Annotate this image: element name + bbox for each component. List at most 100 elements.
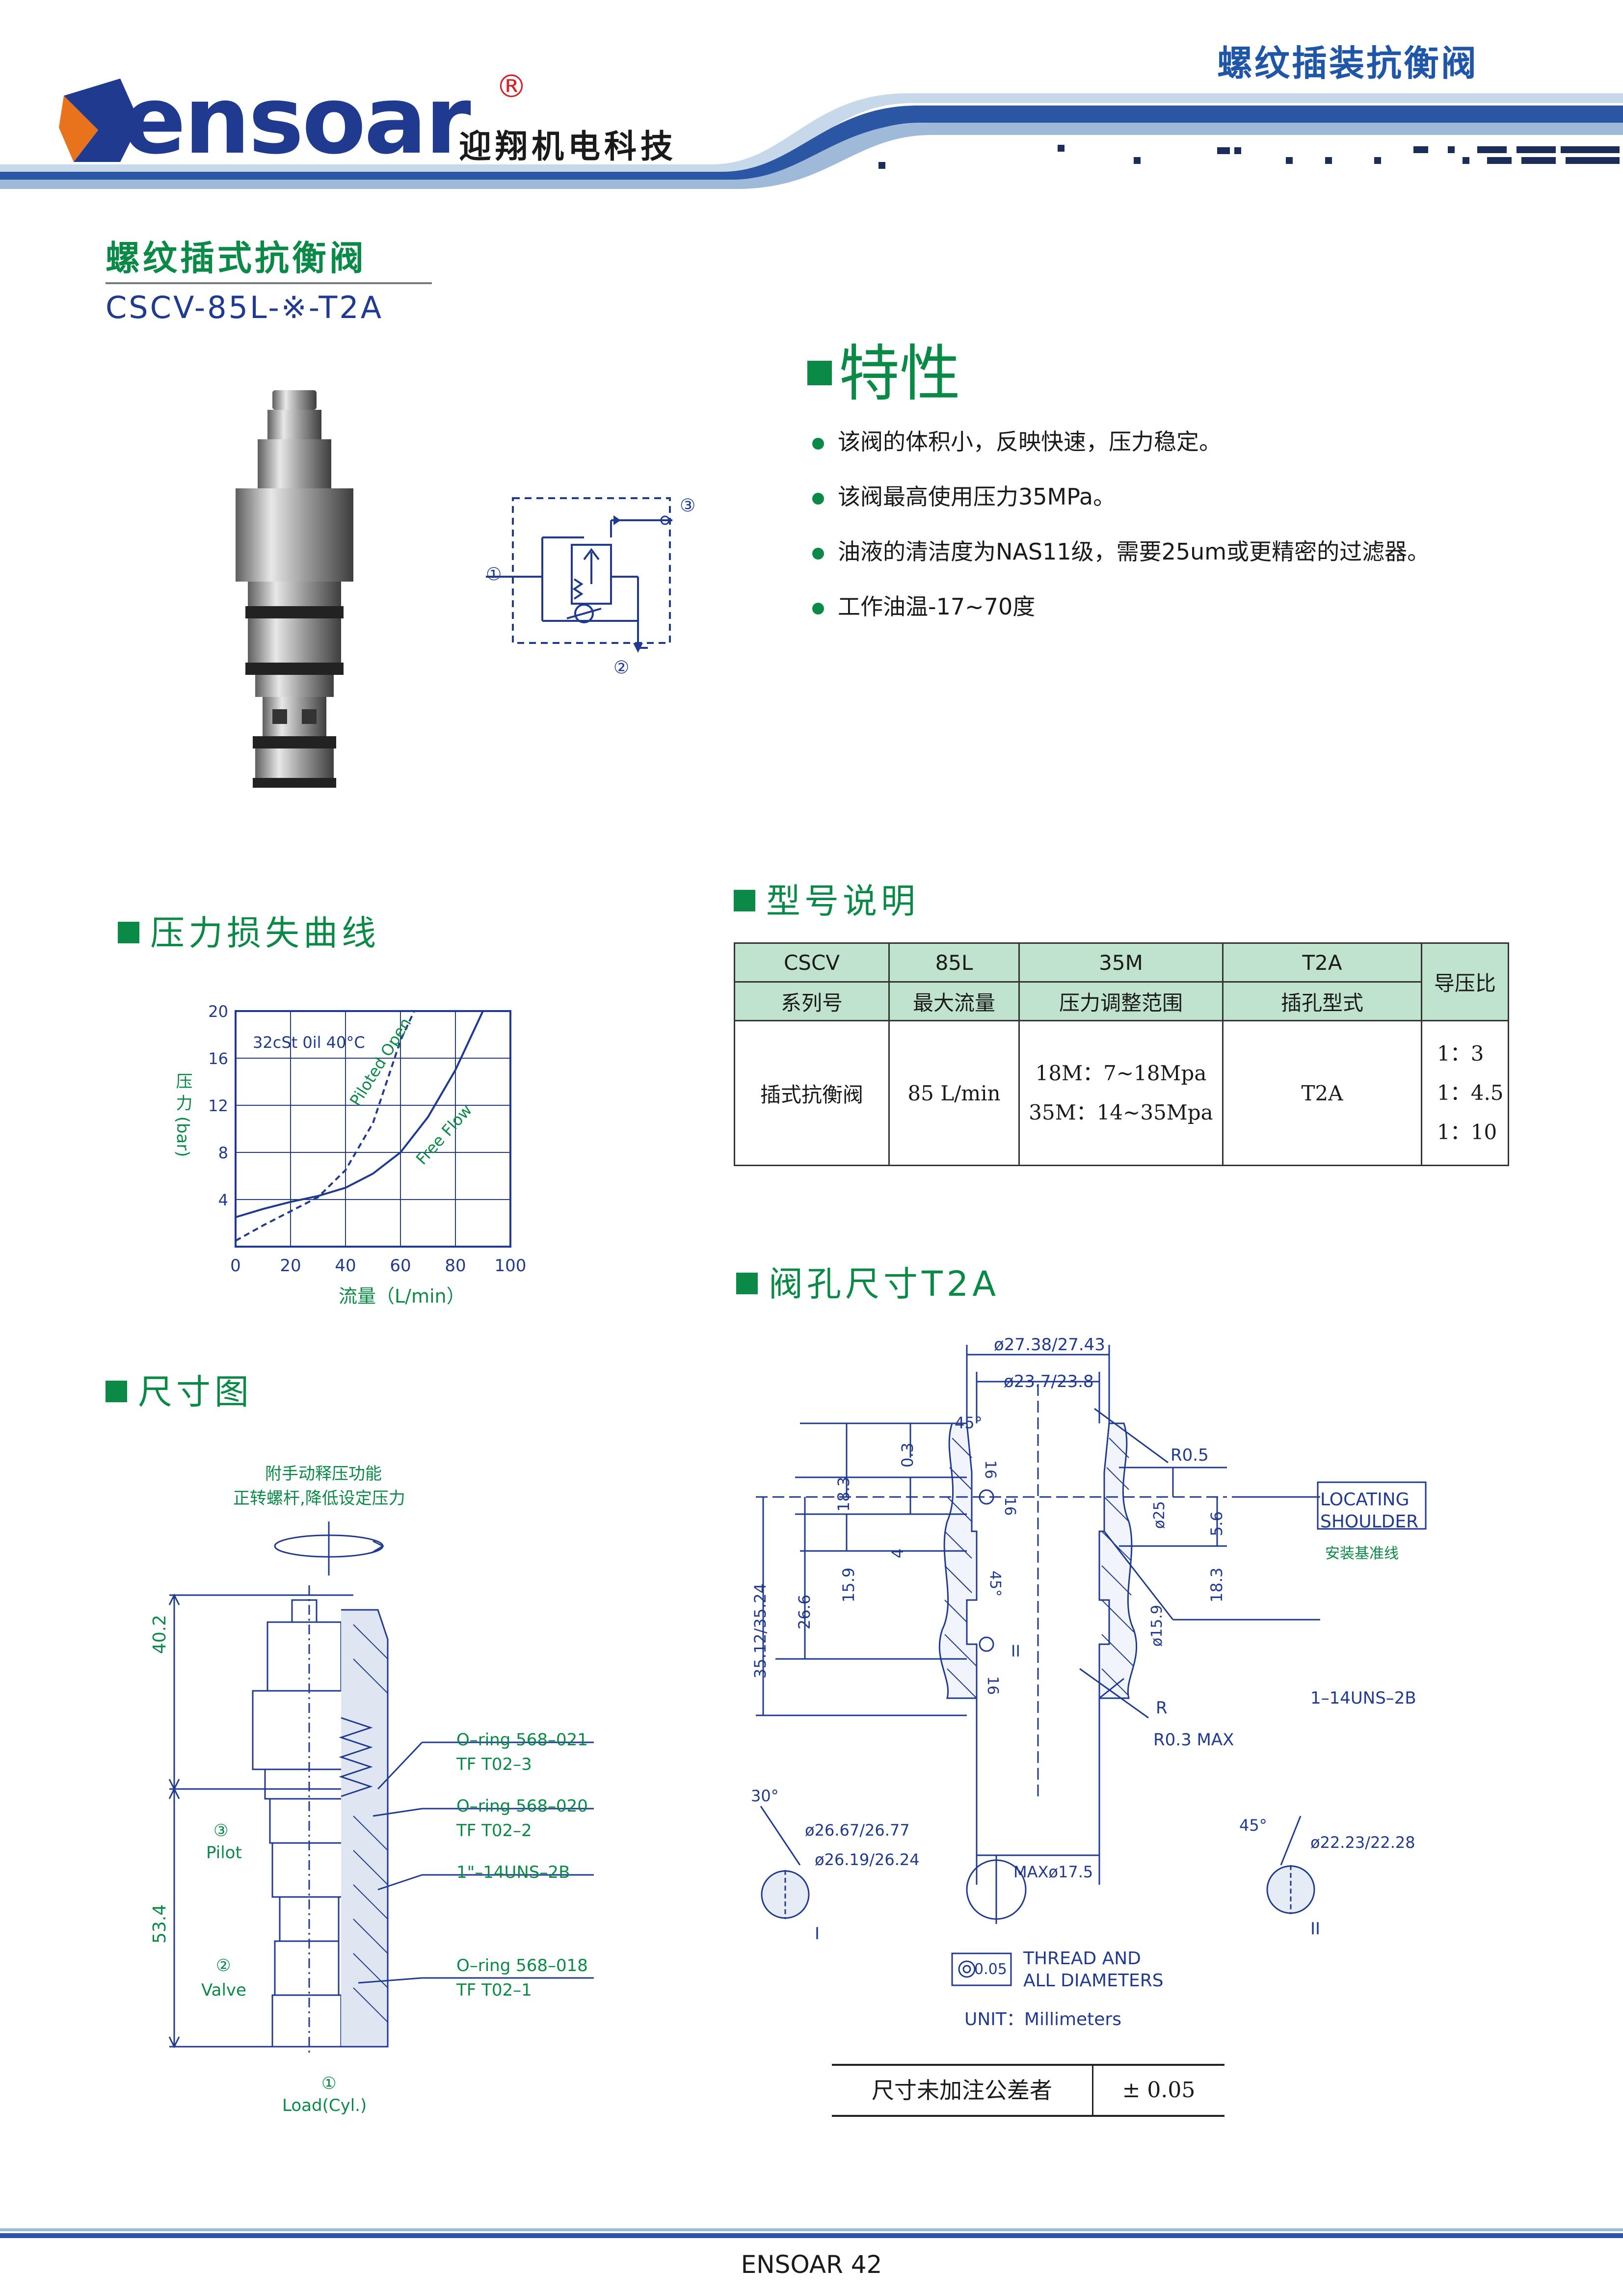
model-cell-cavity: T2A [1222,1020,1422,1166]
cavity-dia-outer: ø27.38/27.43 [994,1335,1105,1355]
chart-x-tick: 100 [495,1256,527,1276]
cavity-dim-16a: 16 [982,1460,999,1479]
model-code-cavity: T2A [1222,942,1422,983]
tolerance-table: 尺寸未加注公差者 ± 0.05 [832,2064,1224,2117]
dimension-note-1: 附手动释压功能 [265,1464,382,1484]
chart-y-tick: 4 [218,1191,228,1209]
port-pilot-number: ③ [213,1821,229,1841]
symbol-port-1: ① [486,564,502,585]
cavity-angle-45a: 45° [955,1414,983,1432]
port-pilot-label: Pilot [206,1843,242,1863]
feature-item: 该阀最高使用压力35MPa。 [812,482,1430,537]
chart-x-tick: 0 [230,1256,241,1276]
thread-note-1: THREAD AND [1023,1949,1141,1969]
chart-x-tick: 40 [335,1256,356,1276]
callout-oring-021: O–ring 568–021 [456,1730,588,1750]
cavity-dim-266: 26.6 [795,1594,814,1629]
chart-y-label: 压 力 (bar) [173,1072,192,1157]
section-square-icon [736,1272,758,1294]
detail-label-i: I [815,1924,820,1944]
cavity-dim-16c: 16 [984,1676,1001,1695]
chart-y-tick: 8 [218,1144,228,1162]
chart-x-tick: 20 [280,1256,301,1276]
model-ratio-value: 1：10 [1437,1120,1497,1144]
hydraulic-symbol [486,497,672,653]
logo-mark-icon [59,79,140,162]
cavity-max-dia: MAXø17.5 [1013,1863,1093,1881]
feature-item: 工作油温-17~70度 [812,592,1430,647]
product-photo [236,390,353,788]
cavity-dim-183b: 18.3 [1207,1567,1226,1602]
cavity-dim-183a: 18.3 [834,1476,853,1512]
callout-thread: 1"–14UNS–2B [456,1863,570,1882]
tolerance-value: ± 0.05 [1122,2078,1196,2103]
bullet-dot-icon [812,437,824,450]
detail-i-dia-2: ø26.19/26.24 [815,1850,920,1869]
dimension-note-2: 正转螺杆,降低设定压力 [233,1489,405,1508]
cavity-dia-25: ø25 [1151,1501,1168,1529]
pressure-curve-title: 压力损失曲线 [118,906,380,955]
model-header-cavity: 插孔型式 [1222,981,1422,1021]
model-ratio-value: 1：4.5 [1437,1081,1504,1105]
features-title: 特性 [807,324,960,412]
cavity-angle-45b: 45° [986,1571,1004,1597]
feature-item: 油液的清洁度为NAS11级，需要25um或更精密的过滤器。 [812,537,1430,592]
product-title-divider [106,282,432,284]
model-code-flow: 85L [888,942,1020,983]
footer-page-label: ENSOAR 42 [741,2250,882,2279]
callout-oring-020-tf: TF T02–2 [456,1821,532,1841]
bullet-dot-icon [812,602,824,614]
model-header-range: 压力调整范围 [1018,981,1224,1021]
callout-oring-020: O–ring 568–020 [456,1796,588,1816]
cavity-dim-3512: 35.12/35.24 [751,1583,770,1679]
detail-i-dia-1: ø26.67/26.77 [805,1821,910,1840]
locating-label-1: LOCATING [1320,1490,1410,1510]
cavity-dia-159: ø15.9 [1148,1604,1166,1647]
bullet-dot-icon [812,492,824,505]
feature-item: 该阀的体积小，反映快速，压力稳定。 [812,427,1430,482]
model-cell-range: 18M：7~18Mpa 35M：14~35Mpa [1018,1020,1224,1166]
product-name: 螺纹插式抗衡阀 [106,238,367,278]
locating-label-cn: 安装基准线 [1325,1545,1399,1562]
detail-ii-dia: ø22.23/22.28 [1310,1833,1415,1852]
model-header-series: 系列号 [734,981,890,1021]
chart-y-tick: 20 [208,1002,228,1021]
detail-label-ii: II [1310,1919,1321,1939]
model-table-title: 型号说明 [734,874,919,923]
tolerance-box-value: 0.05 [974,1961,1007,1978]
cavity-dim-4: 4 [888,1548,907,1558]
port-load-label: Load(Cyl.) [282,2096,367,2115]
cavity-r: R [1156,1698,1168,1718]
chart-y-tick: 12 [208,1096,228,1115]
port-load-number: ① [321,2074,337,2093]
header-swoosh [0,79,1623,189]
logo-text: ensoar [123,66,471,175]
dimension-title: 尺寸图 [106,1364,253,1414]
model-code-series: CSCV [734,942,890,983]
cavity-dia-inner: ø23.7/23.8 [1004,1372,1094,1391]
section-square-icon [734,889,755,911]
callout-oring-018-tf: TF T02–1 [456,1980,532,2000]
chart-series-2 [235,1011,484,1218]
detail-ii-angle: 45° [1239,1816,1267,1835]
cavity-dim-159: 15.9 [839,1567,858,1602]
dimension-upper-length: 40.2 [150,1614,170,1654]
symbol-port-3: ③ [680,496,696,516]
chart-x-tick: 60 [390,1256,411,1276]
section-square-icon [807,360,832,385]
chart-x-tick: 80 [445,1256,466,1276]
chart-x-label: 流量（L/min） [339,1285,465,1307]
cavity-r03: R0.3 MAX [1153,1730,1234,1750]
footer-rule [0,2228,1623,2238]
thread-note-2: ALL DIAMETERS [1023,1971,1164,1991]
product-model: CSCV-85L-※-T2A [106,290,384,325]
chart-y-tick: 16 [208,1049,228,1068]
cavity-thread: 1–14UNS–2B [1310,1688,1416,1708]
unit-note: UNIT：Millimeters [964,2009,1121,2029]
model-ratio-value: 1：3 [1437,1041,1484,1066]
tolerance-label: 尺寸未加注公差者 [832,2066,1093,2115]
cavity-r05: R0.5 [1171,1445,1209,1465]
cavity-dim-16b: 16 [1001,1497,1018,1516]
model-code-range: 35M [1018,942,1224,983]
valve-dimension-drawing [168,1522,594,2056]
